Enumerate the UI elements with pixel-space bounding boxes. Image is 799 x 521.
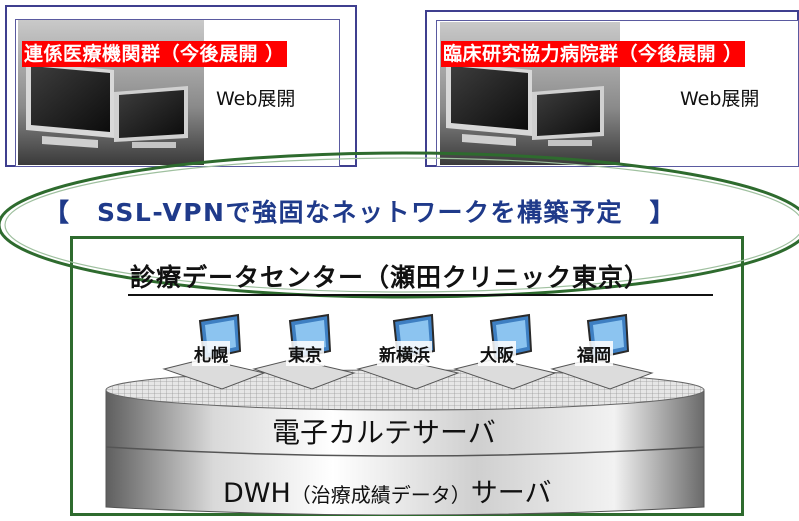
dwh-suffix: サーバ	[470, 478, 552, 509]
emr-server-label: 電子カルテサーバ	[272, 416, 496, 449]
city-label-shin-yokohama: 新横浜	[377, 341, 432, 366]
city-label-osaka: 大阪	[478, 341, 516, 366]
data-center-title: 診療データセンター（瀬田クリニック東京）	[130, 263, 651, 292]
city-label-tokyo: 東京	[286, 341, 324, 366]
data-center-title-underline	[128, 294, 713, 296]
dwh-middle: （治療成績データ）	[290, 483, 471, 507]
dwh-prefix: DWH	[223, 478, 291, 509]
affiliated-web-label: Web展開	[216, 88, 296, 110]
research-web-label: Web展開	[680, 88, 760, 110]
research-hospitals-title: 臨床研究協力病院群（今後展開 ）	[441, 41, 745, 67]
city-label-sapporo: 札幌	[192, 341, 230, 366]
vpn-network-ellipse	[0, 151, 799, 299]
city-label-fukuoka: 福岡	[575, 341, 613, 366]
affiliated-institutions-title: 連係医療機関群（今後展開 ）	[22, 41, 287, 67]
vpn-banner-text: 【 SSL-VPNで強固なネットワークを構築予定 】	[44, 198, 676, 227]
dwh-server-label: DWH（治療成績データ）サーバ	[223, 471, 552, 510]
database-cylinder	[105, 369, 705, 515]
